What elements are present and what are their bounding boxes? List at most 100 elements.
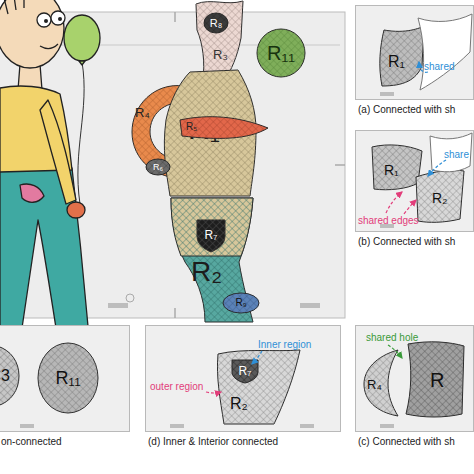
hair (4, 0, 24, 14)
region-label: 3 (1, 368, 10, 384)
frame-bar (20, 424, 34, 428)
figure-panel: (b) Connected with shR₁R₂ (355, 130, 474, 232)
region-label: R₂ (230, 396, 248, 412)
frame-bar (380, 424, 394, 428)
region-hatch (380, 26, 424, 86)
region-fill (406, 342, 464, 417)
balloon-string (78, 62, 84, 204)
region-label: R₂ (191, 258, 222, 286)
frame-bar (380, 92, 394, 96)
curled-sheet (418, 14, 472, 90)
panel-caption: (b) Connected with sh (358, 237, 455, 247)
annotation-label: shared edges (358, 216, 419, 226)
leader-line (388, 345, 402, 358)
region-fill (180, 117, 268, 139)
region-fill (0, 346, 19, 406)
region-hatch (364, 350, 398, 416)
figure-panel: on-connected3R₁₁ (0, 325, 130, 432)
leader-line (419, 62, 428, 72)
figure-panel: (c) Connected with shR₄R (355, 325, 474, 432)
region-shape: R₁₁ (256, 28, 306, 78)
region-hatch (372, 145, 422, 190)
leader-lines (206, 62, 446, 393)
region-label: R₁ (384, 163, 399, 177)
neck (18, 64, 42, 90)
region-fill (257, 29, 305, 77)
arm (40, 100, 76, 204)
region-fill (204, 13, 228, 33)
region-hatch (223, 293, 259, 313)
region-label: R₇ (195, 218, 227, 252)
frame-bar (170, 424, 184, 428)
curled-sheet (430, 133, 472, 172)
region-hatch (204, 13, 228, 33)
region-label: R₈ (203, 12, 229, 34)
region-hatch (406, 342, 464, 417)
frame-tick (174, 308, 176, 318)
hand (67, 202, 85, 218)
pants (0, 168, 88, 328)
region-shape: R₅ (178, 114, 270, 142)
leader-line (252, 351, 262, 364)
mouth (40, 44, 58, 49)
eye (51, 11, 65, 25)
annotation-label: shared (424, 62, 455, 72)
figure-panel: (a) Connected with shR₁ (355, 5, 474, 100)
region-shape: R₆ (145, 158, 171, 176)
region-hatch (180, 117, 268, 139)
region-label: R (430, 370, 444, 390)
region-fill (364, 350, 398, 416)
region-fill (171, 198, 253, 256)
region-fill (217, 350, 300, 424)
region-shape: R₁ (368, 143, 424, 193)
balloon-knot (79, 61, 85, 65)
figure-panel: (d) Inner & Interior connectedR₂R₇ (145, 325, 341, 432)
region-shape: 3 (0, 346, 21, 406)
region-shape: R₇ (195, 218, 227, 252)
shirt (0, 86, 72, 172)
region-shape: R₈ (203, 12, 229, 34)
region-shape: R₂ R₇ (214, 348, 302, 426)
region-fill (380, 26, 424, 86)
pink-cloth (20, 184, 44, 202)
frame-bar (300, 424, 314, 428)
region-label: R₇ (230, 358, 260, 384)
frame-dot (126, 294, 134, 302)
region-label: R₁₁ (256, 28, 306, 78)
region-fill (223, 293, 259, 313)
region-label: R₉ (222, 292, 260, 314)
annotation-label: shared hole (366, 333, 418, 343)
region-label: R₁₁ (37, 342, 99, 414)
frame-bar (108, 303, 128, 308)
region-fill (372, 145, 422, 190)
frame-tick (335, 164, 345, 166)
region-hatch (196, 1, 243, 80)
region-fill (38, 343, 98, 413)
cartoon-man (0, 0, 100, 328)
panel-caption: (c) Connected with sh (358, 437, 455, 447)
region-hatch (217, 350, 300, 424)
region-hatch (38, 343, 98, 413)
region-fill (416, 170, 464, 222)
annotation-label: Inner region (258, 340, 311, 350)
balloon (64, 15, 100, 61)
region-shape: R (400, 340, 466, 420)
region-hatch (0, 346, 19, 406)
region-shape: R₉ (222, 292, 260, 314)
annotation-label: share (444, 150, 469, 160)
panel-caption: (a) Connected with sh (358, 105, 455, 115)
region-shape: R₁ (376, 26, 426, 88)
region-shape: R₂ (414, 169, 466, 225)
eye (37, 13, 51, 27)
region-label: R₆ (145, 158, 171, 176)
frame-tick (174, 12, 176, 22)
region-fill (146, 159, 170, 175)
frame-bar (300, 303, 320, 308)
panel-marks (20, 92, 394, 428)
region-label: R₂ (432, 191, 448, 205)
region-hatch (416, 170, 464, 222)
leader-line (386, 192, 402, 213)
pupil (44, 19, 48, 23)
